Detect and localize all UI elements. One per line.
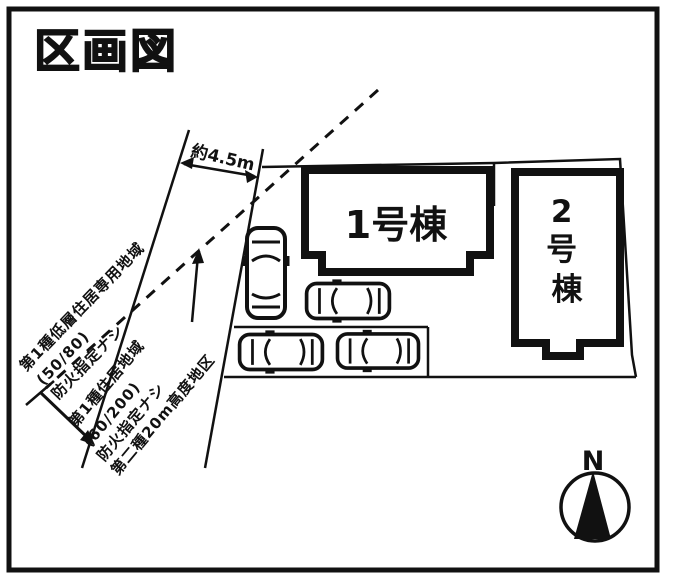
north-label: N (582, 446, 605, 477)
building-1-outline (301, 166, 494, 276)
outer-frame (6, 6, 660, 573)
compass-needle-icon (574, 471, 611, 539)
zoning-boundary-dashed-line (44, 88, 380, 390)
plot-boundary-top-right-line (261, 157, 638, 378)
compass: N (559, 446, 631, 543)
car-icon (240, 226, 292, 320)
dimension-arrow-line (183, 162, 255, 178)
building-2-outline (511, 168, 624, 360)
car-icon (237, 328, 325, 376)
dimension-arrowhead-right-icon (245, 170, 258, 183)
zone-pointer-arrow-line (38, 390, 90, 440)
dimension-arrowhead-left-icon (180, 157, 194, 169)
road-arrow-line (190, 254, 200, 323)
building-2-label: 2 号 棟 (546, 194, 588, 308)
car-icon (304, 277, 392, 325)
building-1-label: 1号棟 (345, 203, 448, 247)
car-icon (335, 328, 421, 374)
road-left-edge-line (80, 129, 191, 469)
compass-circle (559, 471, 631, 543)
page-title: 区画図 (34, 24, 178, 78)
road-arrowhead-icon (192, 248, 204, 264)
zone-pointer-arrowhead-icon (80, 430, 95, 445)
